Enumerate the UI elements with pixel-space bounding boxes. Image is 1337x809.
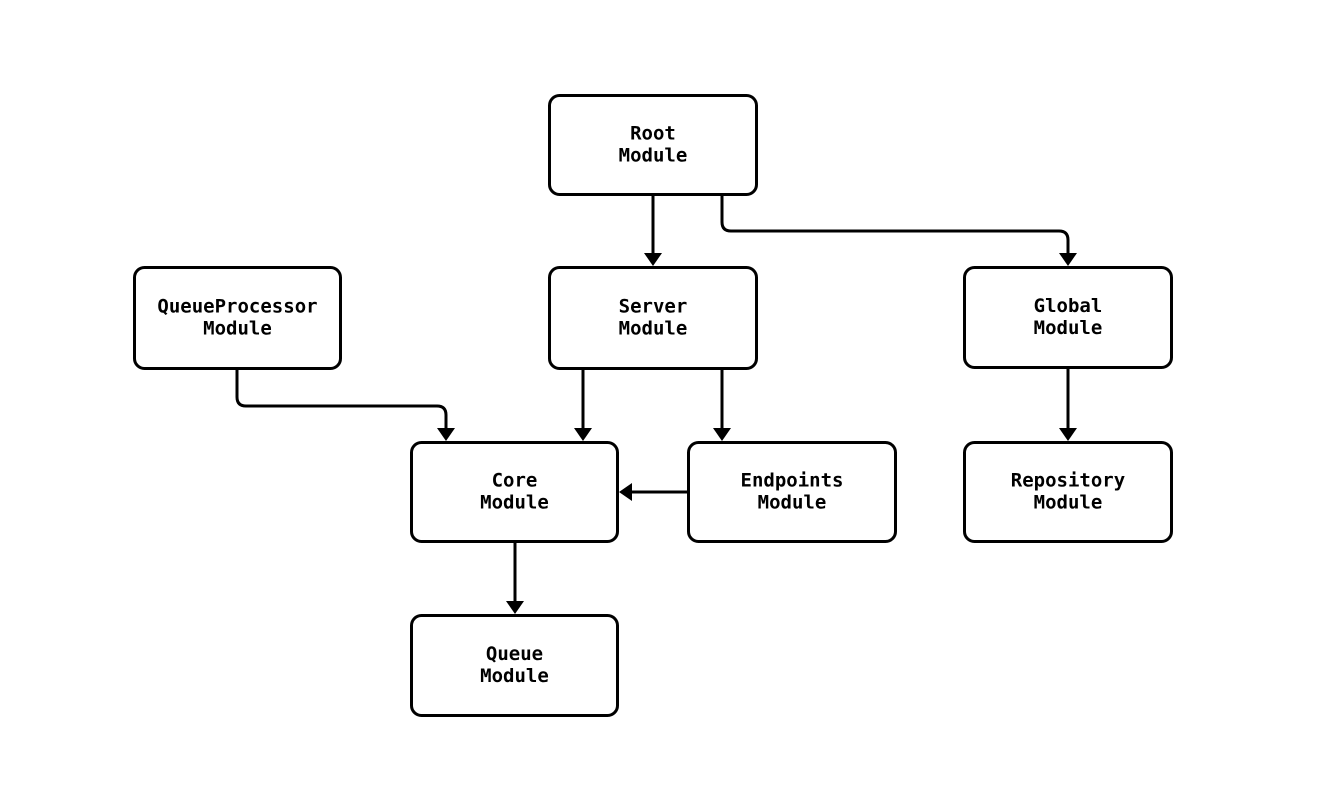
queueprocessor-module-node-box[interactable] [133, 266, 342, 370]
endpoints-module-node-box[interactable] [687, 441, 897, 543]
server-module-node-label-line-2: Module [619, 318, 688, 340]
edge-core-to-queue [506, 543, 524, 614]
root-module-node-label-line-1: Root [630, 123, 676, 145]
edge-endpoints-to-core [619, 483, 687, 501]
endpoints-module-node-label-line-2: Module [758, 492, 827, 514]
edge-queueprocessor-to-core-line [235, 370, 448, 430]
root-module-node-box[interactable] [548, 94, 758, 196]
edge-root-to-server-arrowhead-icon [644, 253, 662, 266]
core-module-node-label-line-2: Module [480, 492, 549, 514]
edge-root-to-global [720, 196, 1077, 266]
core-module-node-label-line-1: Core [492, 470, 538, 492]
queue-module-node-label-line-1: Queue [486, 643, 543, 665]
nodes-layer: RootModuleQueueProcessorModuleServerModu… [133, 94, 1173, 717]
global-module-node-label-line-1: Global [1034, 295, 1103, 317]
edge-server-to-endpoints [713, 370, 731, 441]
edge-global-to-repository [1059, 369, 1077, 441]
repository-module-node-label-line-2: Module [1034, 492, 1103, 514]
edge-root-to-global-line [720, 196, 1070, 255]
queue-module-node-label-line-2: Module [480, 665, 549, 687]
root-module-node-label-line-2: Module [619, 145, 688, 167]
repository-module-node-box[interactable] [963, 441, 1173, 543]
edge-core-to-queue-arrowhead-icon [506, 601, 524, 614]
server-module-node-label-line-1: Server [619, 296, 688, 318]
edge-server-to-core-arrowhead-icon [574, 428, 592, 441]
queueprocessor-module-node-label-line-1: QueueProcessor [157, 296, 317, 318]
edge-server-to-core [574, 370, 592, 441]
edge-root-to-global-arrowhead-icon [1059, 253, 1077, 266]
edge-queueprocessor-to-core-arrowhead-icon [437, 428, 455, 441]
endpoints-module-node-label-line-1: Endpoints [741, 470, 844, 492]
edge-endpoints-to-core-arrowhead-icon [619, 483, 632, 501]
repository-module-node-label-line-1: Repository [1011, 470, 1125, 492]
queueprocessor-module-node-label-line-2: Module [203, 318, 272, 340]
edge-global-to-repository-arrowhead-icon [1059, 428, 1077, 441]
global-module-node-box[interactable] [963, 266, 1173, 369]
global-module-node-label-line-2: Module [1034, 317, 1103, 339]
server-module-node-box[interactable] [548, 266, 758, 370]
core-module-node-box[interactable] [410, 441, 619, 543]
edges-layer [235, 196, 1077, 614]
edge-queueprocessor-to-core [235, 370, 455, 441]
edge-server-to-endpoints-arrowhead-icon [713, 428, 731, 441]
edge-root-to-server [644, 196, 662, 266]
queue-module-node-box[interactable] [410, 614, 619, 717]
